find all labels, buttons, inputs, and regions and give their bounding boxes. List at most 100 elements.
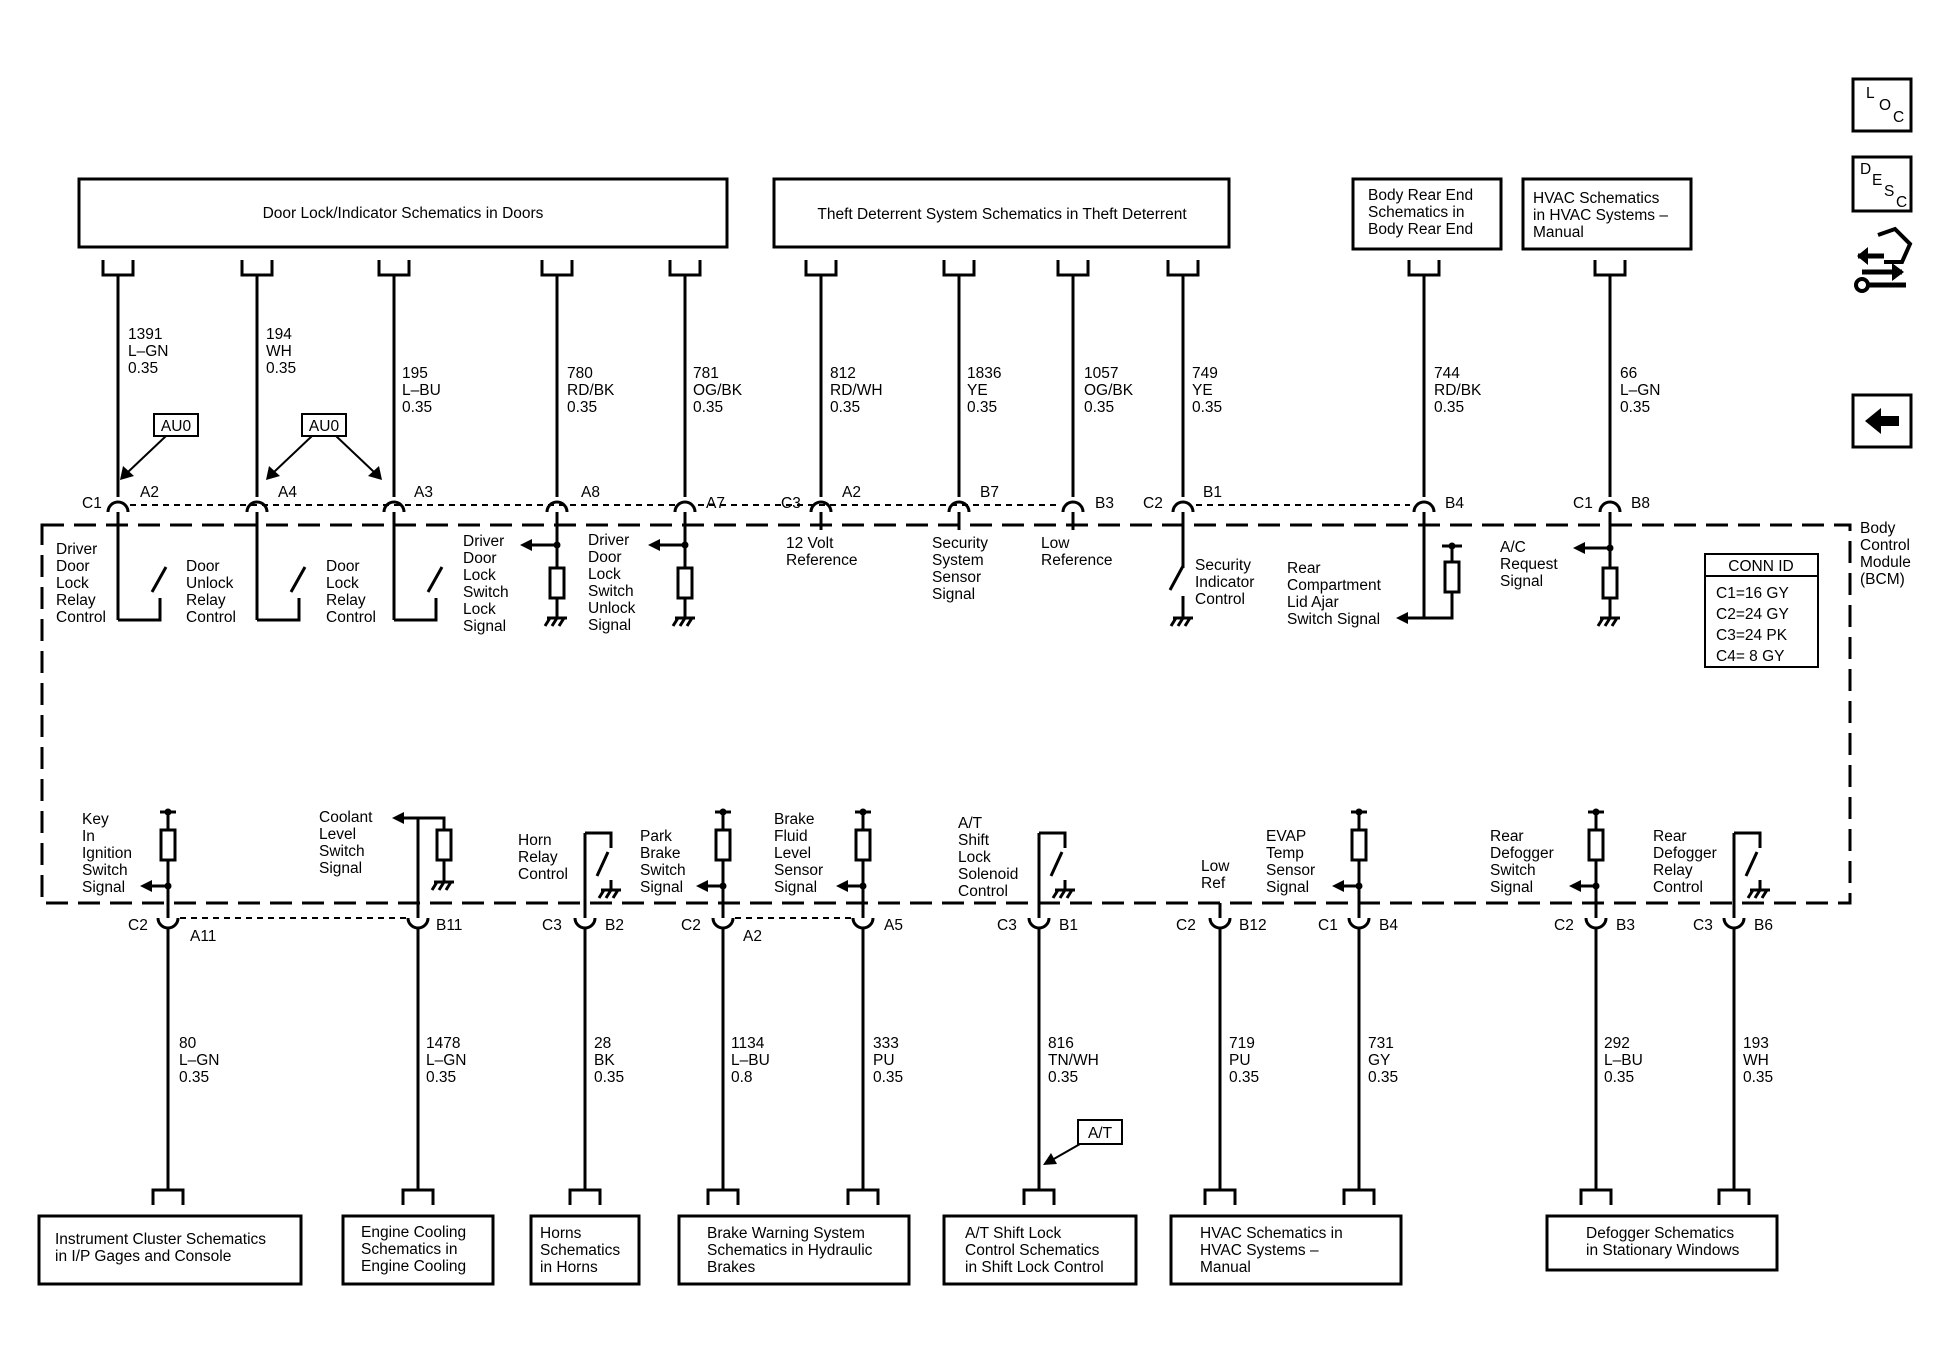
bottom-box-at-shift[interactable]: A/T Shift Lock Control Schematics in Shi…	[942, 1214, 1138, 1286]
bottom-box-hvac[interactable]: HVAC Schematics in HVAC Systems – Manual	[1169, 1214, 1403, 1286]
rear-compartment-circuit	[1396, 542, 1462, 624]
bottom-connector-labels: C2 A11 B11 C3 B2 C2 A2 A5 C3 B1 C2 B12 C…	[128, 917, 1773, 945]
svg-text:L–BU: L–BU	[402, 382, 441, 399]
svg-text:Security: Security	[1195, 557, 1251, 574]
key-ignition-circuit	[140, 808, 177, 918]
svg-text:A2: A2	[140, 484, 159, 501]
bottom-box-defogger-line2: in Stationary Windows	[1586, 1242, 1740, 1259]
svg-text:0.35: 0.35	[1048, 1069, 1078, 1086]
svg-text:B12: B12	[1239, 917, 1267, 934]
bcm-outline[interactable]	[40, 523, 1852, 905]
svg-text:80: 80	[179, 1035, 197, 1052]
label-rear-defog-switch: Rear Defogger Switch Signal	[1490, 828, 1554, 896]
desc-icon-s: S	[1884, 183, 1894, 200]
bottom-box-engine-cooling-line1: Engine Cooling	[361, 1224, 466, 1241]
svg-text:0.35: 0.35	[128, 360, 158, 377]
svg-text:OG/BK: OG/BK	[1084, 382, 1134, 399]
svg-text:C4= 8 GY: C4= 8 GY	[1716, 648, 1785, 665]
bottom-box-at-shift-line2: Control Schematics	[965, 1242, 1100, 1259]
svg-text:749: 749	[1192, 365, 1218, 382]
svg-text:CONN ID: CONN ID	[1728, 558, 1793, 575]
bottom-box-defogger[interactable]: Defogger Schematics in Stationary Window…	[1545, 1214, 1779, 1272]
coolant-level-circuit	[392, 812, 454, 918]
svg-text:Control: Control	[56, 609, 106, 626]
bottom-box-instrument[interactable]: Instrument Cluster Schematics in I/P Gag…	[37, 1214, 303, 1286]
desc-button[interactable]: D E S C	[1851, 155, 1913, 213]
svg-text:RD/BK: RD/BK	[567, 382, 615, 399]
svg-text:YE: YE	[967, 382, 988, 399]
svg-text:Brake: Brake	[640, 845, 681, 862]
bottom-wire-label-292: 292 L–BU 0.35	[1604, 1035, 1643, 1086]
svg-text:Indicator: Indicator	[1195, 574, 1254, 591]
back-button[interactable]	[1851, 393, 1913, 449]
relay-switch-driver-lock	[118, 566, 168, 622]
svg-text:66: 66	[1620, 365, 1637, 382]
svg-text:Door: Door	[463, 550, 497, 567]
svg-text:0.35: 0.35	[1604, 1069, 1634, 1086]
svg-text:Switch Signal: Switch Signal	[1287, 611, 1380, 628]
svg-text:C1: C1	[1318, 917, 1338, 934]
svg-text:Defogger: Defogger	[1653, 845, 1717, 862]
bottom-wire-label-731: 731 GY 0.35	[1368, 1035, 1398, 1086]
svg-text:781: 781	[693, 365, 719, 382]
svg-text:Control: Control	[1860, 537, 1910, 554]
loc-button[interactable]: L O C	[1851, 77, 1913, 133]
svg-text:C3=24 PK: C3=24 PK	[1716, 627, 1788, 644]
svg-text:0.35: 0.35	[567, 399, 597, 416]
driver-unlock-switch-circuit	[648, 539, 695, 627]
bottom-box-horns[interactable]: Horns Schematics in Horns	[529, 1214, 641, 1286]
svg-text:1478: 1478	[426, 1035, 460, 1052]
svg-text:L–BU: L–BU	[1604, 1052, 1643, 1069]
svg-text:Lock: Lock	[463, 601, 496, 618]
svg-text:System: System	[932, 552, 984, 569]
svg-text:195: 195	[402, 365, 428, 382]
svg-text:Signal: Signal	[1500, 573, 1543, 590]
svg-text:Unlock: Unlock	[186, 575, 234, 592]
svg-text:Relay: Relay	[518, 849, 558, 866]
label-driver-door-lock-relay: Driver Door Lock Relay Control	[56, 541, 106, 626]
svg-text:C2: C2	[681, 917, 701, 934]
svg-text:Level: Level	[319, 826, 356, 843]
bottom-wire-label-1134: 1134 L–BU 0.8	[731, 1035, 770, 1086]
label-low-reference: Low Reference	[1041, 535, 1113, 569]
connector-end-view-icon[interactable]	[1854, 226, 1913, 293]
top-wire-label-195: 195 L–BU 0.35	[402, 365, 441, 416]
bottom-box-horns-line3: in Horns	[540, 1259, 598, 1276]
top-box-door-lock[interactable]: Door Lock/Indicator Schematics in Doors	[77, 177, 729, 249]
svg-text:Signal: Signal	[1490, 879, 1533, 896]
evap-temp-circuit	[1332, 808, 1368, 918]
svg-text:0.35: 0.35	[830, 399, 860, 416]
svg-text:Relay: Relay	[186, 592, 226, 609]
bottom-box-horns-line1: Horns	[540, 1225, 582, 1242]
top-box-hvac[interactable]: HVAC Schematics in HVAC Systems – Manual	[1521, 177, 1693, 251]
svg-text:12 Volt: 12 Volt	[786, 535, 834, 552]
svg-text:Ignition: Ignition	[82, 845, 132, 862]
top-box-body-rear[interactable]: Body Rear End Schematics in Body Rear En…	[1351, 177, 1503, 251]
svg-text:Lock: Lock	[463, 567, 496, 584]
top-wire-label-780: 780 RD/BK 0.35	[567, 365, 615, 416]
svg-text:L–GN: L–GN	[128, 343, 169, 360]
svg-text:BK: BK	[594, 1052, 615, 1069]
label-door-unlock-relay: Door Unlock Relay Control	[186, 558, 236, 626]
svg-text:0.35: 0.35	[179, 1069, 209, 1086]
svg-text:0.35: 0.35	[1434, 399, 1464, 416]
svg-text:A5: A5	[884, 917, 903, 934]
bottom-box-hvac-line3: Manual	[1200, 1259, 1251, 1276]
svg-text:In: In	[82, 828, 95, 845]
bottom-box-hvac-line2: HVAC Systems –	[1200, 1242, 1319, 1259]
svg-text:Request: Request	[1500, 556, 1558, 573]
svg-text:B3: B3	[1095, 495, 1114, 512]
desc-icon-e: E	[1872, 172, 1882, 189]
bottom-box-engine-cooling[interactable]: Engine Cooling Schematics in Engine Cool…	[341, 1214, 495, 1286]
svg-text:C1: C1	[1573, 495, 1593, 512]
top-box-door-lock-label: Door Lock/Indicator Schematics in Doors	[263, 205, 544, 222]
svg-text:1057: 1057	[1084, 365, 1118, 382]
svg-text:A/C: A/C	[1500, 539, 1526, 556]
bottom-box-brake-warning[interactable]: Brake Warning System Schematics in Hydra…	[677, 1214, 911, 1286]
svg-text:Compartment: Compartment	[1287, 577, 1382, 594]
security-indicator-switch	[1168, 512, 1193, 627]
bottom-box-defogger-line1: Defogger Schematics	[1586, 1225, 1734, 1242]
top-box-theft[interactable]: Theft Deterrent System Schematics in The…	[772, 177, 1231, 249]
svg-text:Control: Control	[186, 609, 236, 626]
